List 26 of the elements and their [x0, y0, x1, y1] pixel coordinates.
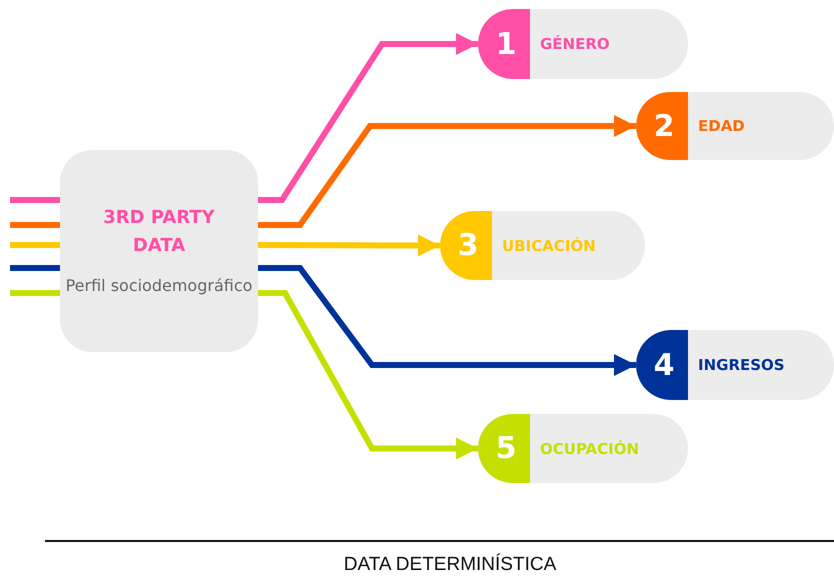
category-label: INGRESOS [698, 356, 785, 374]
connector-arrow [258, 33, 478, 203]
number-badge: 1 [478, 9, 530, 79]
data-source-box [60, 150, 258, 352]
category-label: UBICACIÓN [502, 236, 596, 254]
number-badge: 5 [478, 414, 530, 483]
connector-arrow [258, 290, 478, 460]
number-badge: 4 [636, 330, 688, 400]
category-pill [636, 330, 834, 400]
footer-caption: DATA DETERMINÍSTICA [342, 554, 558, 576]
connector-arrow [258, 234, 440, 256]
box-title: 3RD PARTY DATA [102, 206, 216, 258]
number-badge: 3 [440, 211, 492, 280]
box-subtitle: Perfil sociodemográfico [66, 275, 252, 297]
category-pill [636, 92, 834, 160]
connector-arrow [258, 265, 636, 376]
number-badge: 2 [636, 92, 688, 160]
connector-line [10, 290, 60, 296]
category-label: GÉNERO [540, 35, 610, 53]
connector-line [10, 242, 60, 248]
category-label: EDAD [698, 117, 745, 135]
connector-line [10, 265, 60, 271]
category-label: OCUPACIÓN [540, 440, 640, 458]
connector-line [10, 222, 60, 228]
connector-line [10, 197, 60, 203]
connector-arrow [258, 115, 636, 228]
